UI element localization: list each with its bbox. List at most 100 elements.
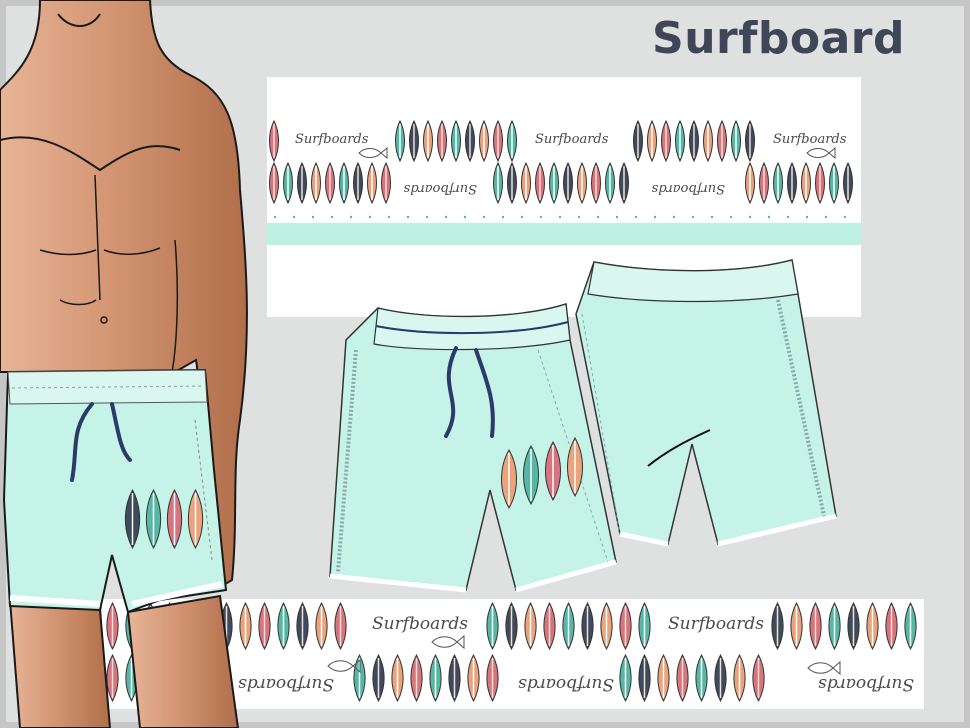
print-label-inverted: Surfboards: [238, 674, 334, 694]
surfboard-icon: [523, 444, 539, 506]
surfboard-print-pattern: Surfboards Surfboards Surfboards Surfboa…: [267, 119, 861, 245]
surfboard-icon: [815, 161, 825, 205]
fish-icon: [358, 146, 388, 160]
surfboard-icon: [106, 601, 119, 651]
surfboard-icon: [145, 488, 162, 550]
surfboard-row-bottom: [269, 161, 853, 205]
surfboard-icon: [479, 119, 489, 163]
surfboard-icon: [353, 161, 363, 205]
surfboard-icon: [277, 601, 290, 651]
surfboard-icon: [745, 119, 755, 163]
surfboard-icon: [486, 601, 499, 651]
surfboard-icon: [562, 601, 575, 651]
surfboard-icon: [638, 653, 651, 703]
stitch-dots: [273, 215, 847, 219]
surfboard-icon: [676, 653, 689, 703]
surfboard-icon: [843, 161, 853, 205]
surfboard-icon: [619, 653, 632, 703]
surfboard-icon: [657, 653, 670, 703]
surfboard-icon: [773, 161, 783, 205]
surfboard-icon: [759, 161, 769, 205]
fish-icon: [327, 658, 361, 674]
surfboard-icon: [381, 161, 391, 205]
surfboard-icon: [501, 448, 517, 510]
drawstring: [444, 346, 495, 438]
surfboard-icon: [269, 161, 279, 205]
page-title: Surfboard: [652, 13, 905, 64]
surfboard-icon: [731, 119, 741, 163]
surfboard-icon: [493, 161, 503, 205]
surfboard-icon: [771, 601, 784, 651]
surfboard-icon: [465, 119, 475, 163]
surfboard-icon: [367, 161, 377, 205]
print-label: Surfboards: [295, 132, 369, 147]
fish-icon: [807, 660, 841, 676]
surfboard-icon: [535, 161, 545, 205]
surfboard-icon: [581, 601, 594, 651]
surfboard-icon: [733, 653, 746, 703]
surfboard-icon: [638, 601, 651, 651]
surfboard-icon: [745, 161, 755, 205]
surfboard-icon: [325, 161, 335, 205]
surfboard-icon: [567, 436, 583, 498]
surfboard-icon: [297, 161, 307, 205]
surfboard-icon: [619, 161, 629, 205]
surfboard-icon: [633, 119, 643, 163]
surfboard-print-placement: [124, 488, 204, 550]
surfboard-icon: [549, 161, 559, 205]
surfboard-icon: [493, 119, 503, 163]
model-illustration: [0, 0, 248, 728]
surfboard-icon: [451, 119, 461, 163]
surfboard-icon: [296, 601, 309, 651]
surfboard-icon: [283, 161, 293, 205]
print-label-inverted: Surfboards: [403, 181, 477, 196]
surfboard-icon: [847, 601, 860, 651]
print-label: Surfboards: [668, 614, 764, 634]
surfboard-icon: [689, 119, 699, 163]
surfboard-icon: [787, 161, 797, 205]
surfboard-icon: [661, 119, 671, 163]
surfboard-icon: [695, 653, 708, 703]
surfboard-icon: [467, 653, 480, 703]
surfboard-icon: [866, 601, 879, 651]
surfboard-icon: [437, 119, 447, 163]
surfboard-icon: [334, 601, 347, 651]
surfboard-icon: [591, 161, 601, 205]
surfboard-icon: [524, 601, 537, 651]
print-label-inverted: Surfboards: [818, 674, 914, 694]
surfboard-icon: [269, 119, 279, 163]
surfboard-print-placement: [501, 436, 583, 510]
surfboard-icon: [391, 653, 404, 703]
surfboard-icon: [829, 161, 839, 205]
surfboard-icon: [600, 601, 613, 651]
back-flat-sketch: [575, 259, 837, 547]
surfboard-icon: [545, 440, 561, 502]
surfboard-icon: [790, 601, 803, 651]
surfboard-icon: [486, 653, 499, 703]
print-label: Surfboards: [535, 132, 609, 147]
surfboard-icon: [187, 488, 204, 550]
surfboard-icon: [395, 119, 405, 163]
surfboard-icon: [448, 653, 461, 703]
surfboard-icon: [339, 161, 349, 205]
surfboard-icon: [124, 488, 141, 550]
surfboard-icon: [505, 601, 518, 651]
model-shorts: [2, 368, 228, 614]
surfboard-icon: [409, 119, 419, 163]
surfboard-icon: [429, 653, 442, 703]
surfboard-icon: [828, 601, 841, 651]
surfboard-icon: [904, 601, 917, 651]
mint-stripe: [267, 223, 861, 245]
print-label: Surfboards: [773, 132, 847, 147]
surfboard-icon: [605, 161, 615, 205]
fish-icon: [806, 146, 836, 160]
print-swatch: Surfboards Surfboards Surfboards Surfboa…: [267, 77, 861, 317]
print-label-inverted: Surfboards: [651, 181, 725, 196]
surfboard-icon: [714, 653, 727, 703]
surfboard-icon: [423, 119, 433, 163]
print-label: Surfboards: [372, 614, 468, 634]
surfboard-icon: [703, 119, 713, 163]
surfboard-icon: [885, 601, 898, 651]
drawstring: [70, 402, 132, 482]
